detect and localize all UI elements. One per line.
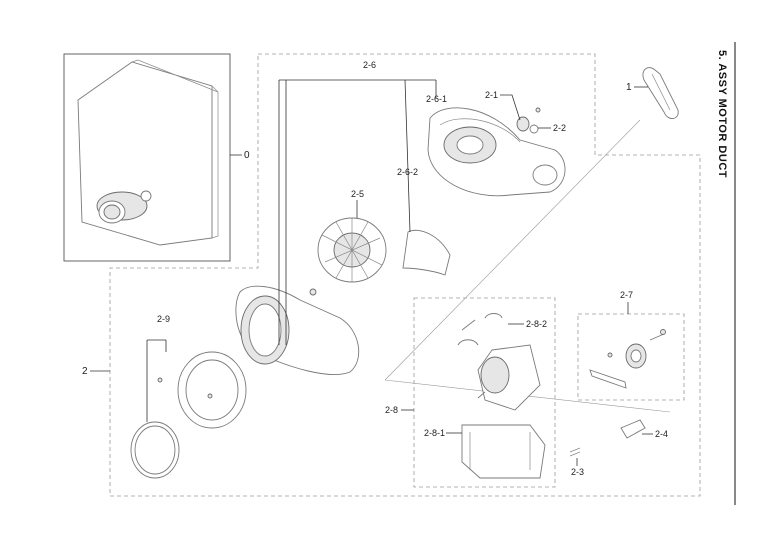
bracket-and-spring [569,419,646,457]
cabinet-assembly [63,53,242,262]
rear-duct-housing [427,107,566,197]
callout-0: 0 [244,150,250,161]
callout-2-8-2: 2-8-2 [526,319,547,329]
callout-2-5: 2-5 [351,189,364,199]
callouts: 0 1 2 2-1 2-2 2-3 2-4 2-5 2-6 2-6-1 2-6-… [82,60,668,477]
callout-1: 1 [626,82,632,93]
callout-2-6-1: 2-6-1 [426,94,447,104]
front-duct-housing [235,285,360,375]
blower-impeller [309,217,387,296]
idler-pulley-assembly [589,329,666,389]
drive-belt [642,67,679,119]
motor-and-bracket [457,313,546,479]
callout-2-6-2: 2-6-2 [397,167,418,177]
title-text: 5. ASSY MOTOR DUCT [716,50,728,178]
pulley-small-parts [516,107,541,134]
duct-ring-and-gasket [130,351,247,479]
callout-2-9: 2-9 [157,314,170,324]
duct-flap [402,229,451,276]
callout-2-4: 2-4 [655,429,668,439]
callout-2-3: 2-3 [571,467,584,477]
callout-2: 2 [82,366,88,377]
callout-2-6: 2-6 [363,60,376,70]
callout-2-8-1: 2-8-1 [424,428,445,438]
callout-2-7: 2-7 [620,290,633,300]
assembly-outlines [109,53,701,497]
diagram-title: 5. ASSY MOTOR DUCT [716,42,736,505]
callout-2-1: 2-1 [485,90,498,100]
callout-2-8: 2-8 [385,405,398,415]
callout-2-2: 2-2 [553,123,566,133]
